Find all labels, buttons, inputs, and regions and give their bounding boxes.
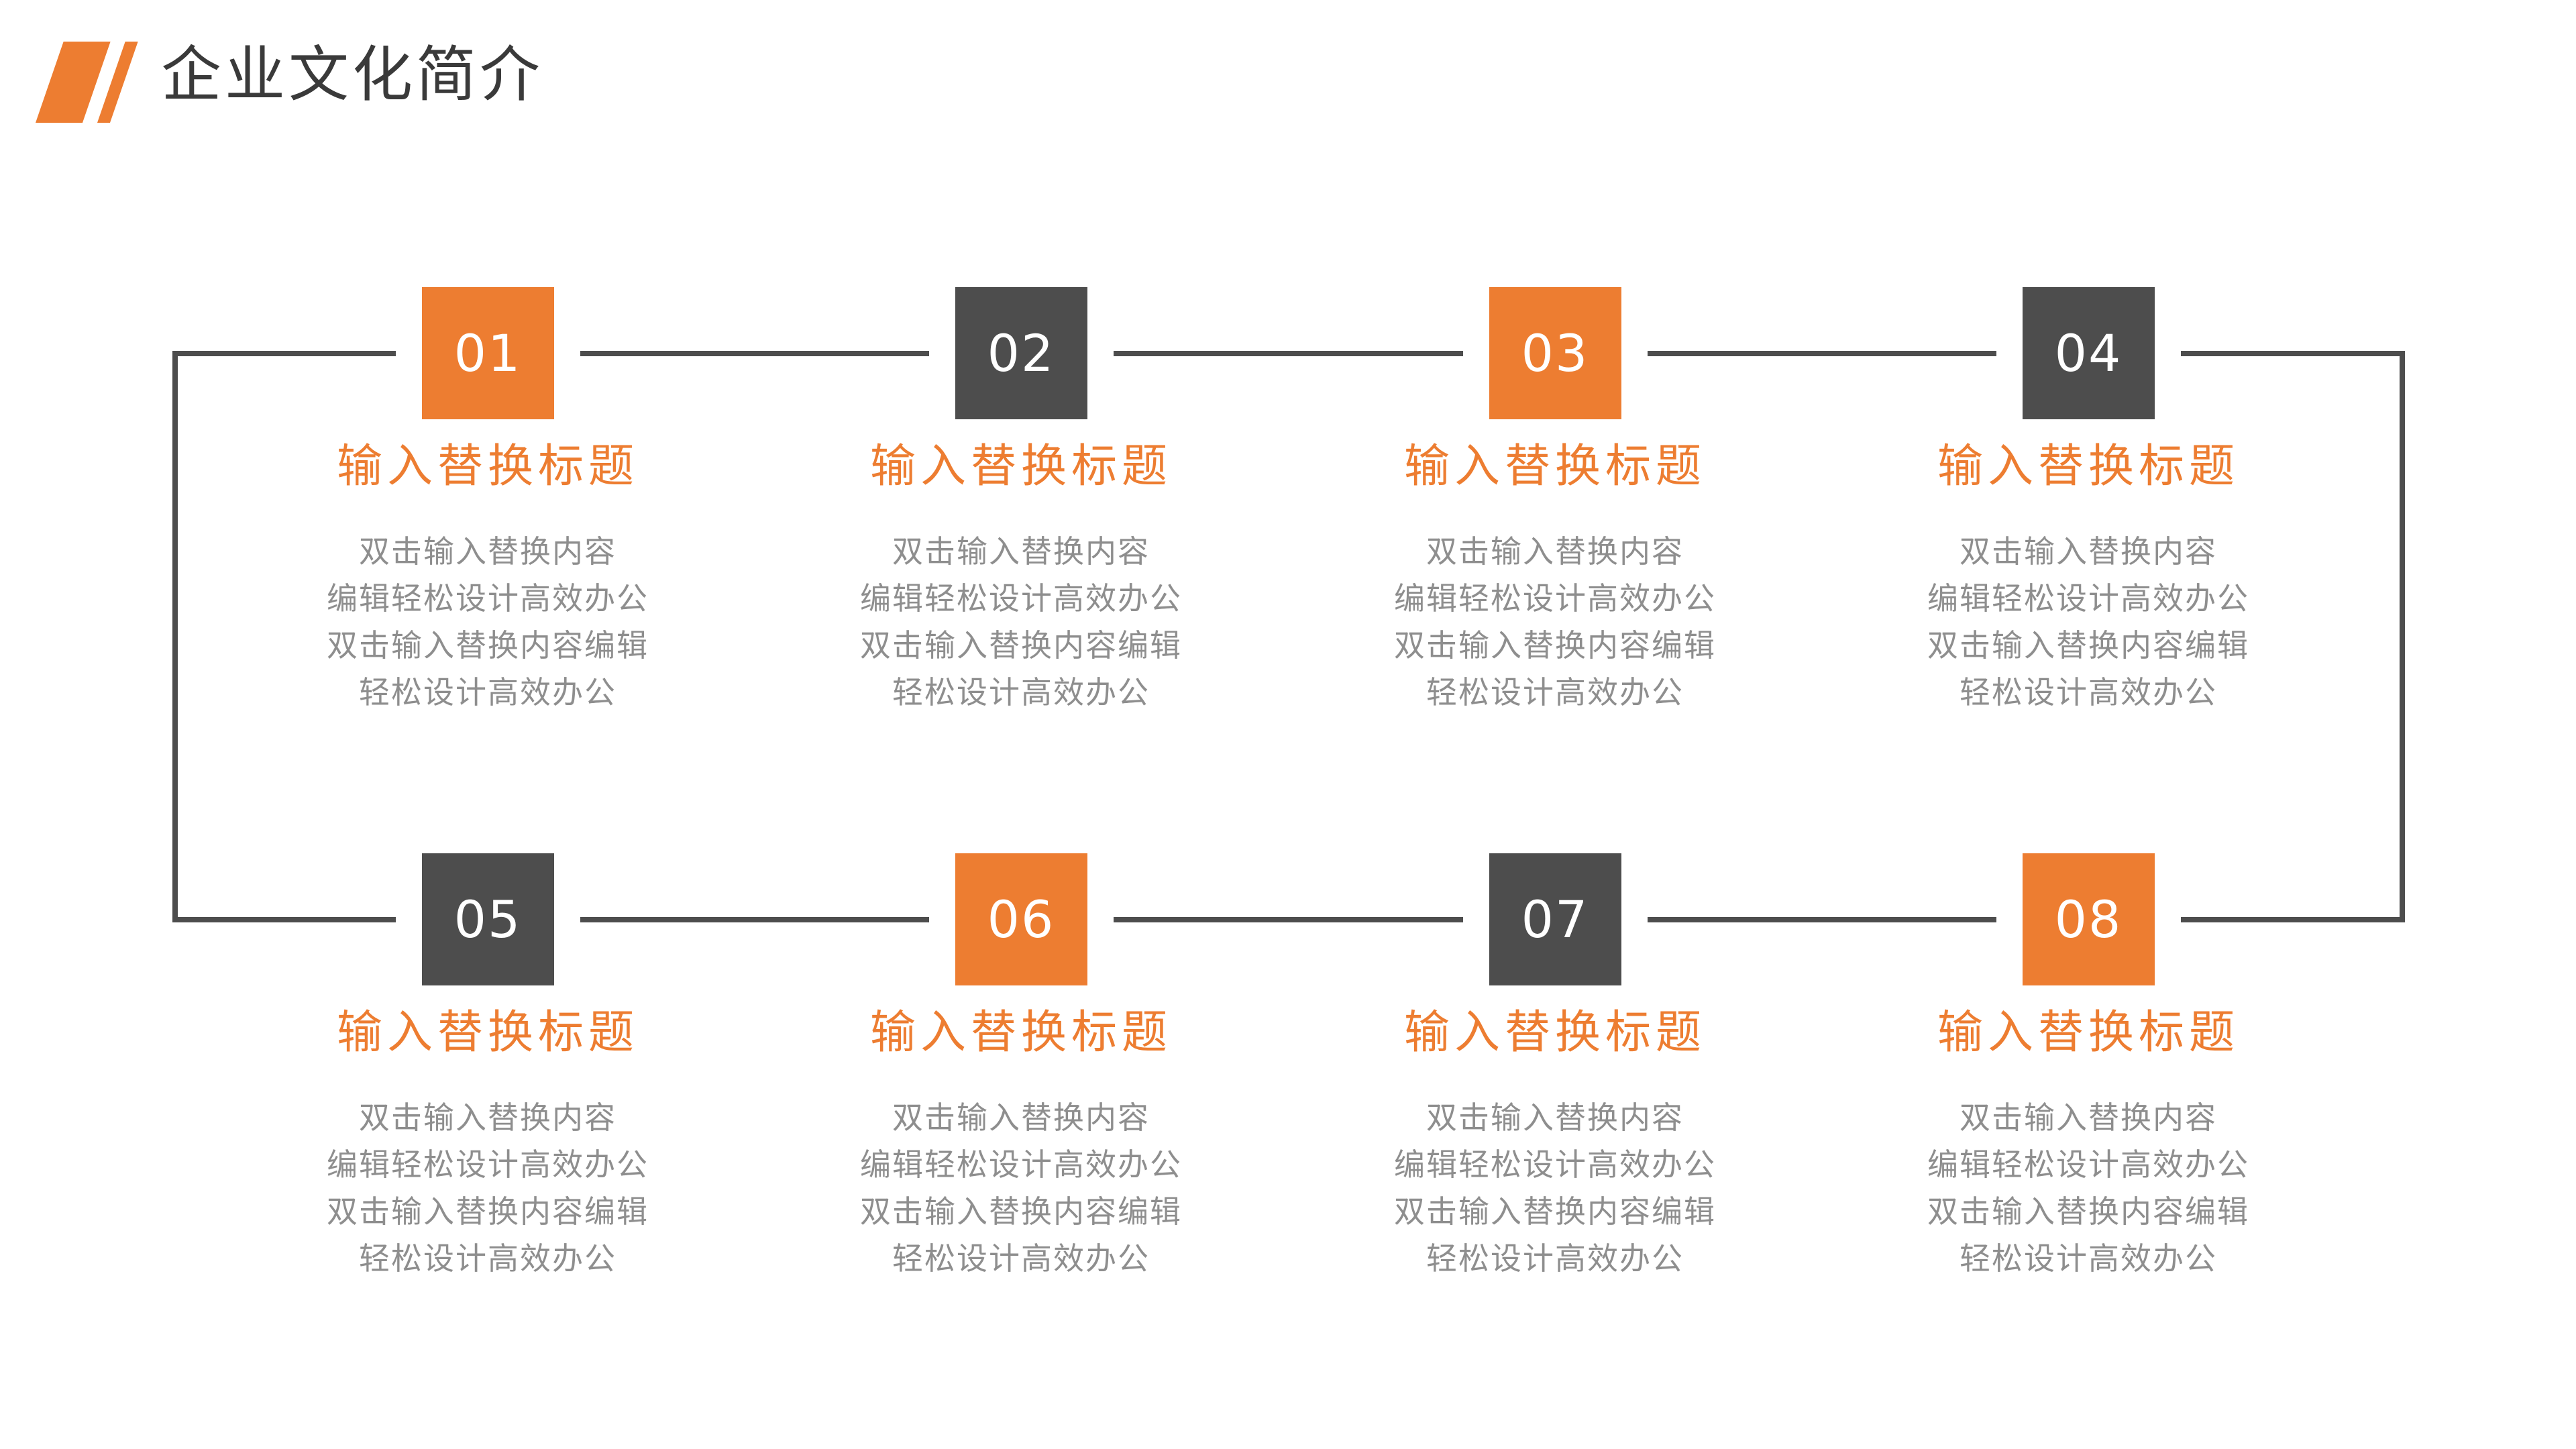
step-body-line: 双击输入替换内容编辑 (1394, 628, 1716, 663)
step-body-line: 编辑轻松设计高效办公 (860, 581, 1182, 616)
title-slash-icon (36, 42, 111, 123)
process-step: 06 输入替换标题 双击输入替换内容编辑轻松设计高效办公双击输入替换内容编辑轻松… (806, 853, 1236, 1282)
step-body-line: 双击输入替换内容编辑 (860, 628, 1182, 663)
step-body-line: 双击输入替换内容编辑 (327, 1194, 649, 1229)
connector-line-segment (2180, 917, 2405, 922)
step-body-line: 双击输入替换内容编辑 (1927, 628, 2249, 663)
step-body: 双击输入替换内容编辑轻松设计高效办公双击输入替换内容编辑轻松设计高效办公 (1340, 528, 1770, 716)
step-body-line: 双击输入替换内容 (359, 1100, 616, 1135)
step-body-line: 轻松设计高效办公 (1960, 1241, 2217, 1276)
step-title: 输入替换标题 (336, 441, 639, 492)
step-number: 08 (2054, 890, 2123, 949)
step-number-box: 02 (955, 287, 1087, 419)
step-body: 双击输入替换内容编辑轻松设计高效办公双击输入替换内容编辑轻松设计高效办公 (806, 528, 1236, 716)
step-body: 双击输入替换内容编辑轻松设计高效办公双击输入替换内容编辑轻松设计高效办公 (273, 1094, 702, 1282)
step-body: 双击输入替换内容编辑轻松设计高效办公双击输入替换内容编辑轻松设计高效办公 (1340, 1094, 1770, 1282)
step-number-box: 01 (421, 287, 554, 419)
step-title: 输入替换标题 (1937, 1007, 2239, 1058)
connector-line-segment (580, 917, 929, 922)
step-number-box: 06 (955, 853, 1087, 985)
step-number-box: 04 (2022, 287, 2155, 419)
step-body-line: 编辑轻松设计高效办公 (327, 1147, 649, 1182)
step-number-box: 03 (1489, 287, 1621, 419)
step-title: 输入替换标题 (869, 1007, 1172, 1058)
step-body-line: 双击输入替换内容编辑 (1394, 1194, 1716, 1229)
step-body-line: 双击输入替换内容编辑 (327, 628, 649, 663)
step-body-line: 轻松设计高效办公 (1960, 675, 2217, 710)
step-title: 输入替换标题 (1937, 441, 2239, 492)
process-step: 05 输入替换标题 双击输入替换内容编辑轻松设计高效办公双击输入替换内容编辑轻松… (273, 853, 702, 1282)
connector-line-segment (2180, 351, 2405, 356)
step-body-line: 双击输入替换内容 (359, 534, 616, 569)
slide-header: 企业文化简介 (0, 0, 2576, 174)
step-body-line: 编辑轻松设计高效办公 (860, 1147, 1182, 1182)
step-number-box: 08 (2022, 853, 2155, 985)
step-body-line: 轻松设计高效办公 (892, 675, 1150, 710)
step-number-box: 05 (421, 853, 554, 985)
process-step: 01 输入替换标题 双击输入替换内容编辑轻松设计高效办公双击输入替换内容编辑轻松… (273, 287, 702, 716)
step-title: 输入替换标题 (1403, 1007, 1706, 1058)
connector-line-segment (1113, 917, 1463, 922)
step-title: 输入替换标题 (869, 441, 1172, 492)
step-body-line: 编辑轻松设计高效办公 (1927, 1147, 2249, 1182)
step-number: 06 (987, 890, 1055, 949)
step-body-line: 双击输入替换内容 (892, 1100, 1150, 1135)
step-body-line: 双击输入替换内容编辑 (860, 1194, 1182, 1229)
bracket-vertical-right (2400, 351, 2405, 922)
step-body-line: 轻松设计高效办公 (892, 1241, 1150, 1276)
step-body-line: 轻松设计高效办公 (359, 1241, 616, 1276)
step-body-line: 编辑轻松设计高效办公 (327, 581, 649, 616)
step-body: 双击输入替换内容编辑轻松设计高效办公双击输入替换内容编辑轻松设计高效办公 (273, 528, 702, 716)
step-number: 03 (1521, 323, 1589, 383)
step-body-line: 双击输入替换内容 (1426, 1100, 1684, 1135)
step-body: 双击输入替换内容编辑轻松设计高效办公双击输入替换内容编辑轻松设计高效办公 (806, 1094, 1236, 1282)
step-body-line: 双击输入替换内容编辑 (1927, 1194, 2249, 1229)
step-number: 02 (987, 323, 1055, 383)
page-title: 企业文化简介 (161, 42, 543, 109)
step-title: 输入替换标题 (336, 1007, 639, 1058)
connector-line-segment (580, 351, 929, 356)
step-number: 01 (453, 323, 522, 383)
step-body: 双击输入替换内容编辑轻松设计高效办公双击输入替换内容编辑轻松设计高效办公 (1874, 1094, 2303, 1282)
step-body-line: 编辑轻松设计高效办公 (1394, 581, 1716, 616)
step-body-line: 双击输入替换内容 (1960, 1100, 2217, 1135)
step-body-line: 轻松设计高效办公 (1426, 1241, 1684, 1276)
connector-line-segment (172, 351, 396, 356)
step-body-line: 轻松设计高效办公 (359, 675, 616, 710)
step-number: 07 (1521, 890, 1589, 949)
process-step: 03 输入替换标题 双击输入替换内容编辑轻松设计高效办公双击输入替换内容编辑轻松… (1340, 287, 1770, 716)
step-body-line: 双击输入替换内容 (1426, 534, 1684, 569)
connector-line-segment (172, 917, 396, 922)
step-number-box: 07 (1489, 853, 1621, 985)
step-number: 05 (453, 890, 522, 949)
step-body-line: 双击输入替换内容 (1960, 534, 2217, 569)
process-step: 04 输入替换标题 双击输入替换内容编辑轻松设计高效办公双击输入替换内容编辑轻松… (1874, 287, 2303, 716)
step-body: 双击输入替换内容编辑轻松设计高效办公双击输入替换内容编辑轻松设计高效办公 (1874, 528, 2303, 716)
process-step: 08 输入替换标题 双击输入替换内容编辑轻松设计高效办公双击输入替换内容编辑轻松… (1874, 853, 2303, 1282)
step-title: 输入替换标题 (1403, 441, 1706, 492)
step-body-line: 编辑轻松设计高效办公 (1927, 581, 2249, 616)
process-step: 07 输入替换标题 双击输入替换内容编辑轻松设计高效办公双击输入替换内容编辑轻松… (1340, 853, 1770, 1282)
step-body-line: 编辑轻松设计高效办公 (1394, 1147, 1716, 1182)
connector-line-segment (1113, 351, 1463, 356)
step-body-line: 双击输入替换内容 (892, 534, 1150, 569)
bracket-vertical-left (172, 351, 178, 922)
connector-line-segment (1647, 917, 1996, 922)
connector-line-segment (1647, 351, 1996, 356)
process-step: 02 输入替换标题 双击输入替换内容编辑轻松设计高效办公双击输入替换内容编辑轻松… (806, 287, 1236, 716)
step-number: 04 (2054, 323, 2123, 383)
step-body-line: 轻松设计高效办公 (1426, 675, 1684, 710)
